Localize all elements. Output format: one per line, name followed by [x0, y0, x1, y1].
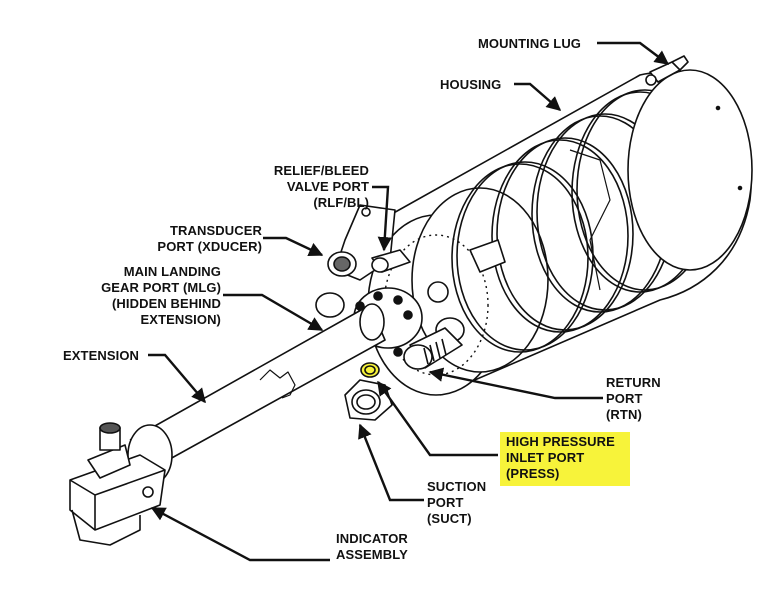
label-suction-port: SUCTION PORT (SUCT)	[427, 479, 487, 526]
label-high-pressure-inlet-port: HIGH PRESSURE INLET PORT (PRESS)	[500, 432, 630, 486]
label-housing: HOUSING	[440, 77, 502, 92]
extension-rod	[129, 303, 386, 471]
label-relief-bleed-valve-port: RELIEF/BLEED VALVE PORT (RLF/BL)	[273, 163, 369, 210]
label-transducer-port: TRANSDUCER PORT (XDUCER)	[157, 223, 262, 254]
leader-indicator	[150, 506, 330, 562]
label-extension: EXTENSION	[63, 348, 140, 363]
mounting-lug	[645, 55, 689, 86]
leader-relief-bleed	[372, 185, 393, 252]
leader-transducer	[263, 236, 324, 257]
high-pressure-port-fitting	[360, 362, 380, 378]
return-port-fitting	[393, 327, 463, 370]
label-main-landing-gear-port: MAIN LANDING GEAR PORT (MLG) (HIDDEN BEH…	[101, 264, 221, 327]
label-indicator-assembly: INDICATOR ASSEMBLY	[336, 531, 408, 562]
label-mounting-lug: MOUNTING LUG	[478, 36, 582, 51]
leader-lines	[148, 41, 670, 562]
leader-mlg	[223, 293, 324, 332]
label-return-port: RETURN PORT (RTN)	[606, 375, 661, 422]
leader-extension	[148, 353, 206, 404]
leader-mounting-lug	[597, 41, 670, 65]
manifold	[315, 204, 506, 343]
indicator-assembly	[69, 422, 173, 546]
leader-housing	[514, 82, 562, 111]
suction-port-fitting	[344, 379, 393, 421]
leader-return	[428, 367, 603, 400]
leader-high-pressure	[377, 380, 498, 457]
leader-suction	[358, 423, 424, 502]
